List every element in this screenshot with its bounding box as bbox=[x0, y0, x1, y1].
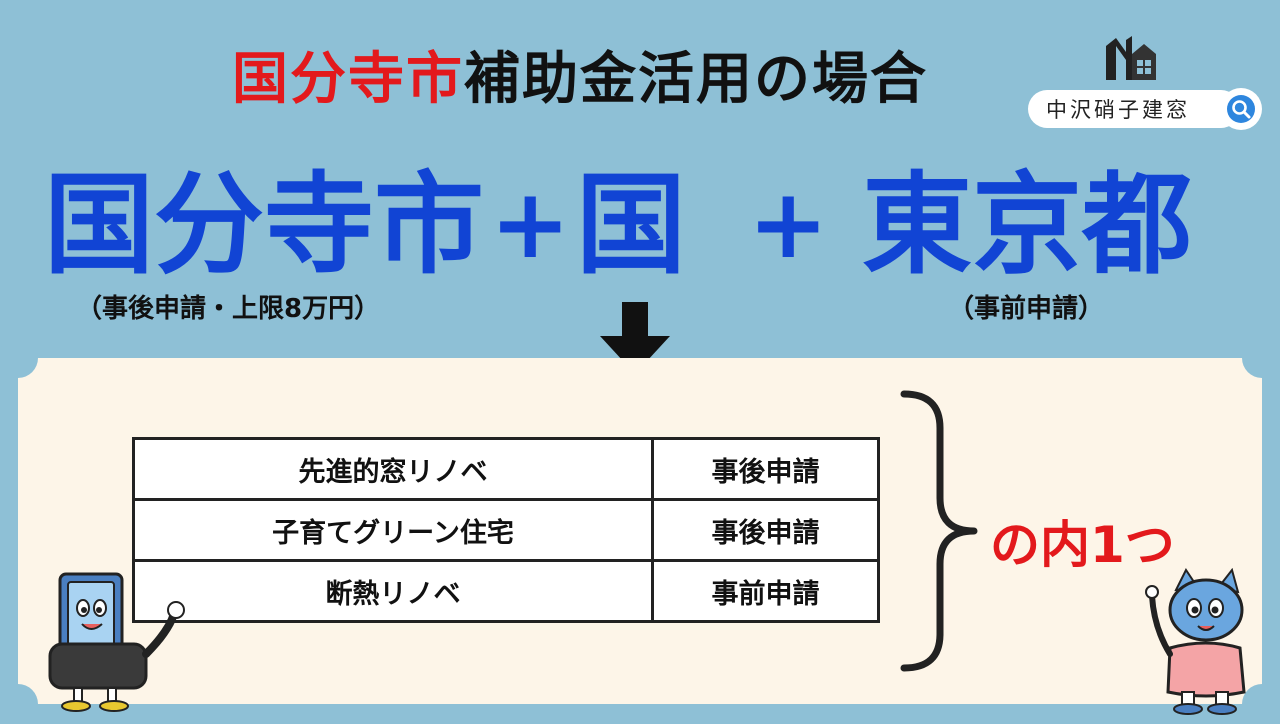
city-note: （事後申請・上限8万円） bbox=[76, 294, 381, 324]
search-button[interactable] bbox=[1220, 88, 1262, 130]
choice-text: の内1つ bbox=[990, 516, 1175, 574]
formula-plus-1: + bbox=[490, 168, 571, 280]
right-brace-icon bbox=[900, 390, 978, 672]
table-row: 断熱リノベ 事前申請 bbox=[132, 559, 880, 623]
formula-tokyo: 東京都 bbox=[862, 161, 1192, 289]
down-arrow-icon bbox=[600, 302, 670, 374]
formula-city: 国分寺市 bbox=[44, 161, 484, 289]
program-name: 先進的窓リノベ bbox=[132, 437, 654, 501]
program-name: 断熱リノベ bbox=[132, 559, 654, 623]
formula-plus-2: + bbox=[748, 168, 829, 280]
panel-corner bbox=[0, 684, 38, 724]
window-mascot-icon bbox=[48, 572, 185, 712]
formula-national: 国 bbox=[576, 161, 686, 289]
tokyo-note: （事前申請） bbox=[948, 294, 1105, 324]
search-icon bbox=[1227, 95, 1255, 123]
panel-corner bbox=[0, 338, 38, 378]
brand-logo[interactable]: 中沢硝子建窓 bbox=[1028, 30, 1264, 130]
program-timing: 事後申請 bbox=[651, 498, 880, 562]
program-table: 先進的窓リノベ 事後申請 子育てグリーン住宅 事後申請 断熱リノベ 事前申請 bbox=[132, 437, 880, 623]
table-row: 子育てグリーン住宅 事後申請 bbox=[132, 498, 880, 562]
subsidy-formula: 国分寺市 + 国 + 東京都 bbox=[0, 170, 1280, 290]
program-timing: 事後申請 bbox=[651, 437, 880, 501]
panel-corner bbox=[1242, 684, 1280, 724]
table-row: 先進的窓リノベ 事後申請 bbox=[132, 437, 880, 501]
brand-search-box[interactable]: 中沢硝子建窓 bbox=[1028, 90, 1240, 128]
brand-text: 中沢硝子建窓 bbox=[1046, 98, 1190, 122]
house-logo-icon bbox=[1106, 36, 1156, 80]
title-city: 国分寺市 bbox=[232, 47, 464, 112]
page-title: 国分寺市補助金活用の場合 bbox=[0, 52, 1160, 108]
panel-corner bbox=[1242, 338, 1280, 378]
cat-mascot-icon bbox=[1145, 568, 1246, 715]
program-name: 子育てグリーン住宅 bbox=[132, 498, 654, 562]
title-rest: 補助金活用の場合 bbox=[464, 47, 928, 112]
program-timing: 事前申請 bbox=[651, 559, 880, 623]
